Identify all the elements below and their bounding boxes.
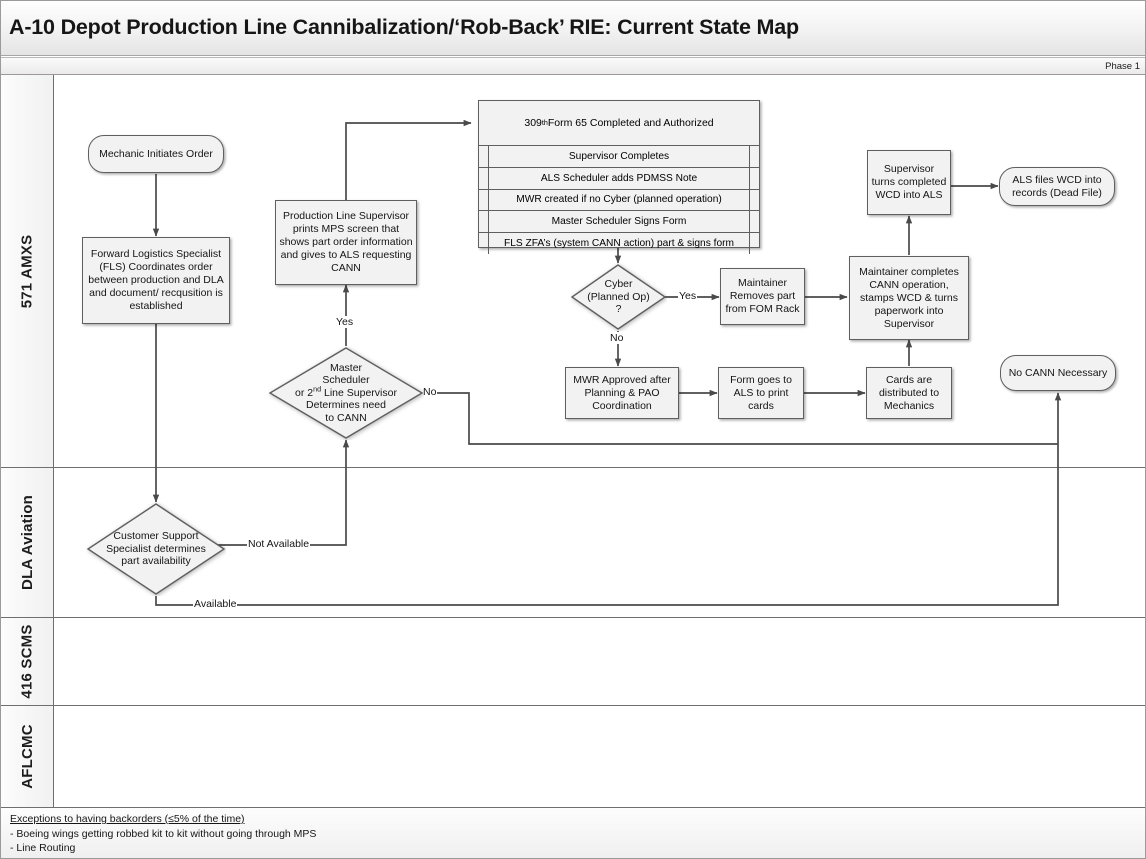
node-supervisor-turns-wcd[interactable]: Supervisor turns completed WCD into ALS [867, 150, 951, 215]
phase-band: Phase 1 [1, 57, 1145, 75]
form-65-row-text: MWR created if no Cyber (planned operati… [516, 194, 722, 206]
form-65-row-text: Supervisor Completes [568, 150, 670, 162]
decision-master-scheduler[interactable]: Master Scheduler or 2nd Line Supervisor … [268, 346, 424, 440]
form-65-row-left-pad [479, 233, 489, 254]
node-cards-distributed[interactable]: Cards are distributed to Mechanics [866, 367, 952, 419]
edge-label-no-cyber: No [609, 332, 625, 344]
swimlane-label-416-scms: 416 SCMS [18, 624, 36, 699]
swimlane-header-dla-aviation: DLA Aviation [1, 468, 54, 617]
swimlane-body-aflcmc [54, 706, 1145, 807]
footer-bullet-1: - Boeing wings getting robbed kit to kit… [10, 827, 317, 840]
form-65-header-rest: Form 65 Completed and Authorized [547, 117, 714, 129]
swimlane-body-416-scms [54, 618, 1145, 705]
form-65-row-right-pad [749, 146, 759, 167]
form-65-row[interactable]: ALS Scheduler adds PDMSS Note [479, 167, 759, 190]
footer-bullet-2: - Line Routing [10, 842, 76, 854]
swimlane-aflcmc: AFLCMC [1, 706, 1145, 807]
form-65-row[interactable]: FLS ZFA’s (system CANN action) part & si… [479, 233, 759, 254]
edge-label-yes-master: Yes [335, 316, 355, 328]
swimlane-header-416-scms: 416 SCMS [1, 618, 54, 705]
form-65-row[interactable]: Supervisor Completes [479, 146, 759, 168]
swimlane-416-scms: 416 SCMS [1, 618, 1145, 706]
swimlane-label-dla-aviation: DLA Aviation [18, 495, 36, 590]
form-65-row[interactable]: Master Scheduler Signs Form [479, 211, 759, 234]
edge-label-available: Available [193, 598, 238, 610]
node-mechanic-initiates-order[interactable]: Mechanic Initiates Order [88, 135, 224, 173]
form-65-row-right-pad [749, 211, 759, 233]
footer-heading: Exceptions to having backorders (≤5% of … [10, 813, 245, 825]
decision-customer-support-specialist[interactable]: Customer Support Specialist determines p… [86, 502, 226, 596]
node-production-line-supervisor[interactable]: Production Line Supervisor prints MPS sc… [275, 200, 417, 285]
node-maintainer-completes-cann[interactable]: Maintainer completes CANN operation, sta… [849, 256, 969, 340]
form-65-row-left-pad [479, 189, 489, 211]
footer-notes: Exceptions to having backorders (≤5% of … [1, 807, 1145, 858]
node-mwr-approved[interactable]: MWR Approved after Planning & PAO Coordi… [565, 367, 679, 419]
swimlane-header-571-amxs: 571 AMXS [1, 75, 54, 467]
swimlane-header-aflcmc: AFLCMC [1, 706, 54, 807]
title-band: A-10 Depot Production Line Cannibalizati… [1, 1, 1145, 56]
form-65-header-num: 309 [524, 117, 542, 129]
edge-label-no-master: No [422, 386, 438, 398]
edge-label-yes-cyber: Yes [678, 290, 698, 302]
form-65-row[interactable]: MWR created if no Cyber (planned operati… [479, 189, 759, 212]
form-65-row-left-pad [479, 211, 489, 233]
node-als-files-wcd[interactable]: ALS files WCD into records (Dead File) [999, 167, 1115, 206]
swimlane-label-aflcmc: AFLCMC [18, 724, 36, 789]
node-fls-coordinates-order[interactable]: Forward Logistics Specialist (FLS) Coord… [82, 237, 230, 324]
node-form-goes-to-als[interactable]: Form goes to ALS to print cards [718, 367, 804, 419]
form-65-row-right-pad [749, 189, 759, 211]
form-65-row-left-pad [479, 146, 489, 167]
form-65-row-right-pad [749, 167, 759, 189]
node-no-cann-necessary[interactable]: No CANN Necessary [1000, 355, 1116, 391]
phase-label: Phase 1 [1105, 61, 1140, 72]
form-65-row-text: ALS Scheduler adds PDMSS Note [540, 172, 698, 184]
form-65-row-text: Master Scheduler Signs Form [551, 216, 687, 228]
form-65-row-text: FLS ZFA’s (system CANN action) part & si… [503, 238, 735, 250]
form-65-row-left-pad [479, 167, 489, 189]
page-title: A-10 Depot Production Line Cannibalizati… [9, 15, 799, 39]
form-65-row-right-pad [749, 233, 759, 254]
swimlane-label-571-amxs: 571 AMXS [18, 234, 36, 308]
decision-cyber-planned-op[interactable]: Cyber (Planned Op) ? [570, 263, 667, 331]
edge-label-not-available: Not Available [247, 538, 311, 550]
node-maintainer-removes-part[interactable]: Maintainer Removes part from FOM Rack [720, 268, 805, 325]
